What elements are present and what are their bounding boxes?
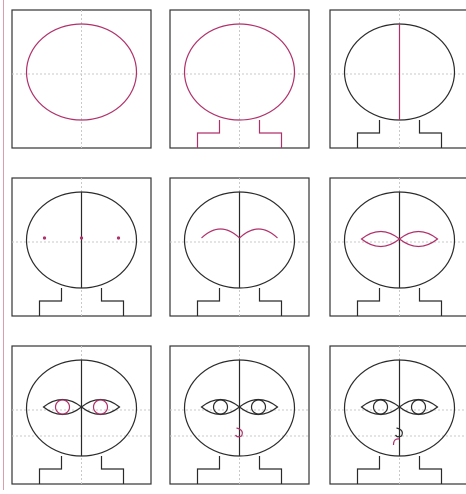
panel-step-5 — [170, 178, 309, 316]
eye-dot-3 — [117, 236, 120, 239]
panel-frame — [330, 346, 466, 484]
panel-step-9 — [330, 346, 466, 484]
panel-frame — [330, 10, 466, 148]
panel-step-3 — [330, 10, 466, 148]
eye-dot-1 — [43, 236, 46, 239]
eye-dot-2 — [80, 236, 83, 239]
panel-step-7 — [12, 346, 151, 484]
panel-step-4 — [12, 178, 151, 316]
panel-step-6 — [330, 178, 466, 316]
panel-step-2 — [170, 10, 309, 148]
left-margin-line — [3, 0, 4, 490]
panel-frame — [330, 178, 466, 316]
panel-step-1 — [12, 10, 151, 148]
panel-step-8 — [170, 346, 309, 484]
